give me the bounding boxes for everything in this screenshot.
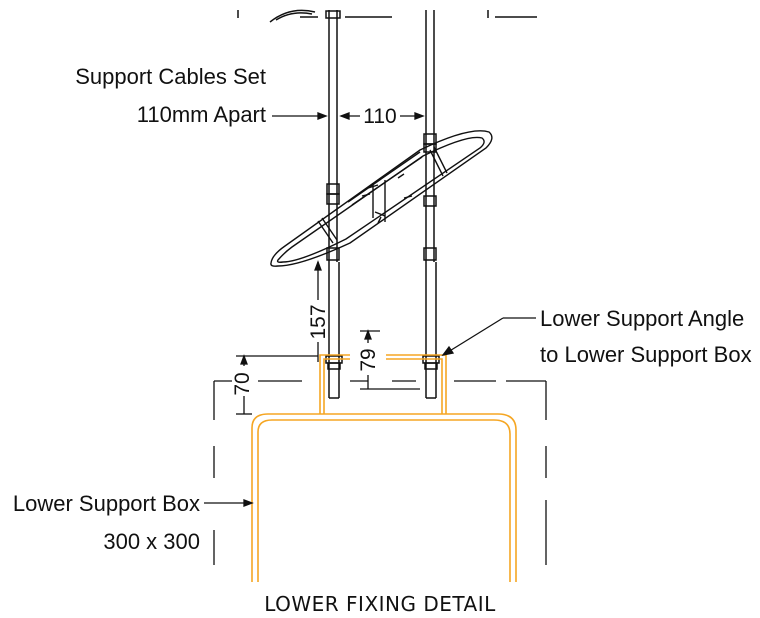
lower-rod-right bbox=[422, 262, 440, 399]
lower-box-label-line2: 300 x 300 bbox=[103, 529, 200, 554]
lower-angle-label-line1: Lower Support Angle bbox=[540, 306, 744, 331]
support-cable-right bbox=[423, 10, 437, 262]
dimension-angle-height bbox=[360, 329, 420, 390]
dimension-70-label: 70 bbox=[231, 372, 254, 395]
dimension-110-label: 110 bbox=[363, 105, 396, 128]
dimension-rod-gap bbox=[314, 260, 322, 362]
dimension-79-label: 79 bbox=[357, 348, 380, 371]
support-cables-label-line2: 110mm Apart bbox=[137, 102, 266, 127]
lower-support-box bbox=[251, 413, 517, 582]
lower-support-angle bbox=[319, 354, 447, 414]
diamond-spreader-frame bbox=[270, 130, 493, 267]
leader-lines bbox=[204, 317, 536, 507]
reference-dash-lines bbox=[213, 380, 547, 565]
top-section-lines bbox=[237, 9, 537, 23]
lower-box-label-line1: Lower Support Box bbox=[13, 491, 200, 516]
support-cables-label-line1: Support Cables Set bbox=[75, 64, 266, 89]
dimension-box-offset bbox=[236, 354, 318, 415]
dimension-157-label: 157 bbox=[307, 304, 330, 339]
drawing-title: LOWER FIXING DETAIL bbox=[264, 592, 496, 616]
dimension-cable-spacing bbox=[272, 112, 425, 120]
support-cable-left bbox=[325, 10, 341, 262]
lower-angle-label-line2: to Lower Support Box bbox=[540, 342, 752, 367]
